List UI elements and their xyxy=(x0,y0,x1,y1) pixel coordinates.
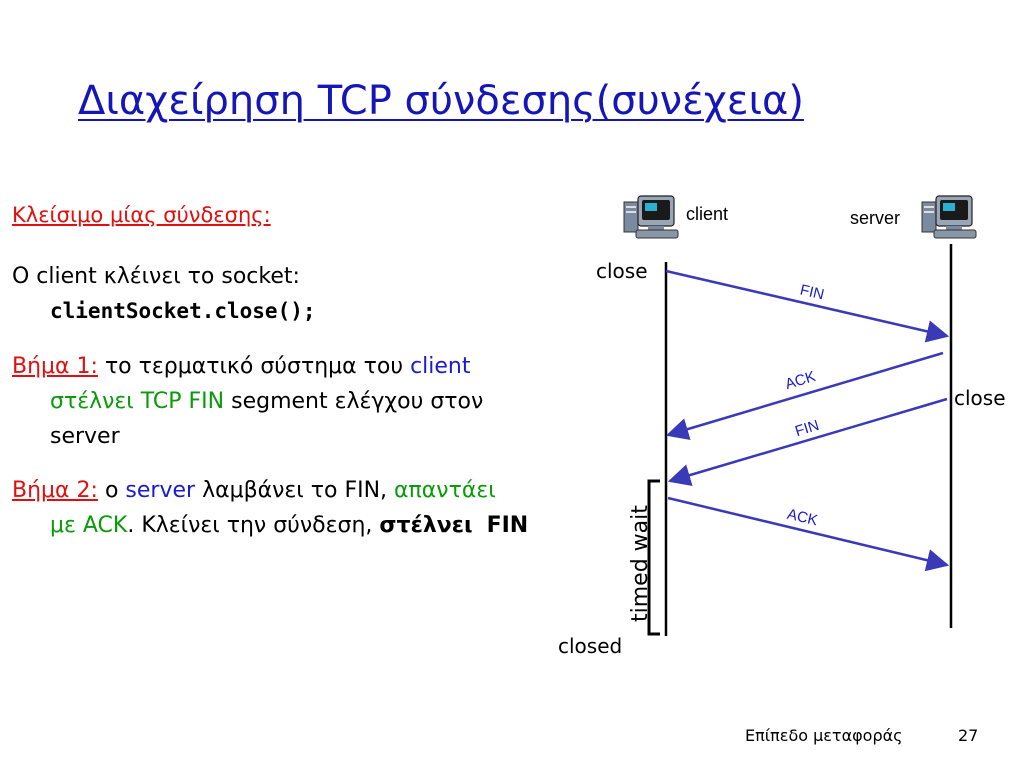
arrow-fin-1 xyxy=(665,269,950,343)
footer-page-number: 27 xyxy=(958,726,979,745)
step2-sends: στέλνει xyxy=(379,513,473,538)
step1-text-c: segment ελέγχου στον xyxy=(231,389,484,414)
client-close-label: close xyxy=(596,259,648,283)
step2-line2: με ACK. Κλείνει την σύνδεση, στέλνει FIN xyxy=(50,513,528,538)
step1-label: Βήμα 1: xyxy=(12,354,98,379)
step2-label: Βήμα 2: xyxy=(12,478,98,503)
server-label: server xyxy=(850,208,901,228)
step1-line2: στέλνει TCP FIN segment ελέγχου στον xyxy=(50,389,483,414)
step2-text-b: λαμβάνει το FIN, xyxy=(202,478,388,503)
step1-tcpfin: TCP FIN xyxy=(140,389,225,414)
step1-text-a: το τερματικό σύστημα του xyxy=(104,354,404,379)
code-close: clientSocket.close(); xyxy=(50,299,316,323)
timed-wait-label: timed wait xyxy=(628,505,653,622)
client-label: client xyxy=(686,204,729,224)
arrow-fin-2 xyxy=(667,397,948,487)
step1-line1: Βήμα 1: το τερματικό σύστημα του client xyxy=(12,354,471,379)
arrow-ack-1 xyxy=(665,351,944,440)
client-computer-icon xyxy=(623,195,679,239)
page-title: Διαχείρηση TCP σύνδεσης(συνέχεια) xyxy=(78,78,804,124)
timed-wait-bracket xyxy=(647,479,660,636)
step2-reply: απαντάει xyxy=(394,478,496,503)
step2-text-a: ο xyxy=(104,478,119,503)
closed-label: closed xyxy=(558,634,623,658)
step2-text-c: . Κλείνει την σύνδεση, xyxy=(127,513,373,538)
step2-meack: με ACK xyxy=(50,513,128,538)
closing-heading: Κλείσιμο μίας σύνδεσης: xyxy=(12,203,271,227)
step2-line1: Βήμα 2: ο server λαμβάνει το FIN, απαντά… xyxy=(12,478,496,503)
server-computer-icon xyxy=(921,195,977,239)
arrow-ack-2 xyxy=(667,496,950,572)
step1-client: client xyxy=(410,354,471,379)
para1-line1: O client κλέινει το socket: xyxy=(12,264,300,289)
server-close-label: close xyxy=(954,386,1006,410)
step2-server: server xyxy=(125,478,196,503)
footer-chapter: Επίπεδο μεταφοράς xyxy=(745,726,903,745)
step1-line3: server xyxy=(50,424,120,449)
step1-sends: στέλνει xyxy=(50,389,134,414)
step2-fin: FIN xyxy=(486,513,529,538)
